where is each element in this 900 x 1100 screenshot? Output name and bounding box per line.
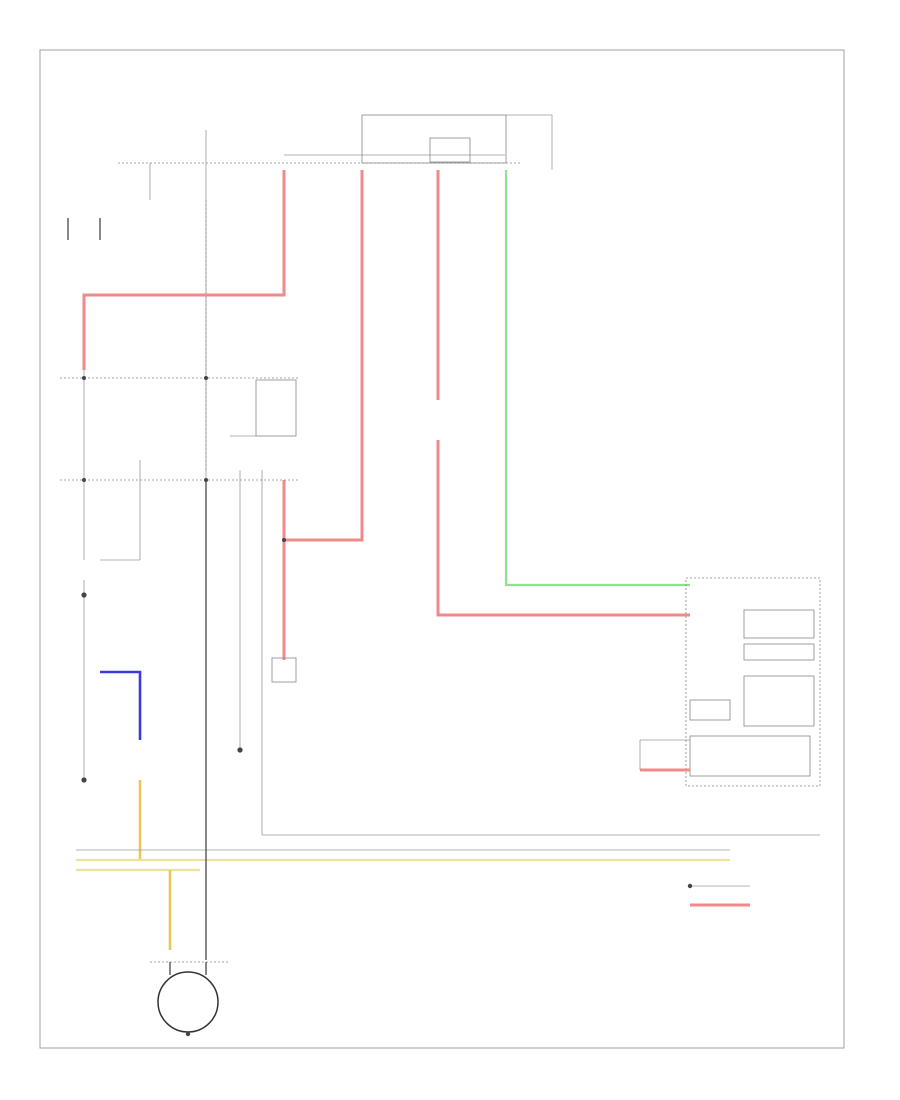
ecm-sub-box-3 <box>743 675 815 727</box>
junction-dot <box>81 592 87 598</box>
ecm-module-box <box>685 577 821 787</box>
junction-dot <box>204 376 208 380</box>
diagram-frame <box>39 49 845 1049</box>
red-wire-right-2 <box>436 440 690 617</box>
red-wire-main <box>82 170 286 370</box>
junction-dot <box>687 883 693 889</box>
sensor-block <box>271 657 297 683</box>
ecm-sub-box-1 <box>743 609 815 639</box>
junction-dot <box>81 777 87 783</box>
green-wire <box>504 170 690 587</box>
junction-dot <box>185 1031 191 1037</box>
top-connector-inner <box>429 137 471 163</box>
junction-dot <box>82 376 86 380</box>
top-connector-box <box>361 114 507 164</box>
junction-dot <box>204 478 208 482</box>
ecm-sub-box-5 <box>689 735 811 777</box>
junction-dot <box>282 538 286 542</box>
junction-dot <box>82 478 86 482</box>
blue-wire <box>100 670 142 740</box>
ecm-sub-box-4 <box>689 699 731 721</box>
ecm-sub-box-2 <box>743 643 815 661</box>
junction-dot <box>237 747 243 753</box>
red-wire-center <box>284 170 364 542</box>
